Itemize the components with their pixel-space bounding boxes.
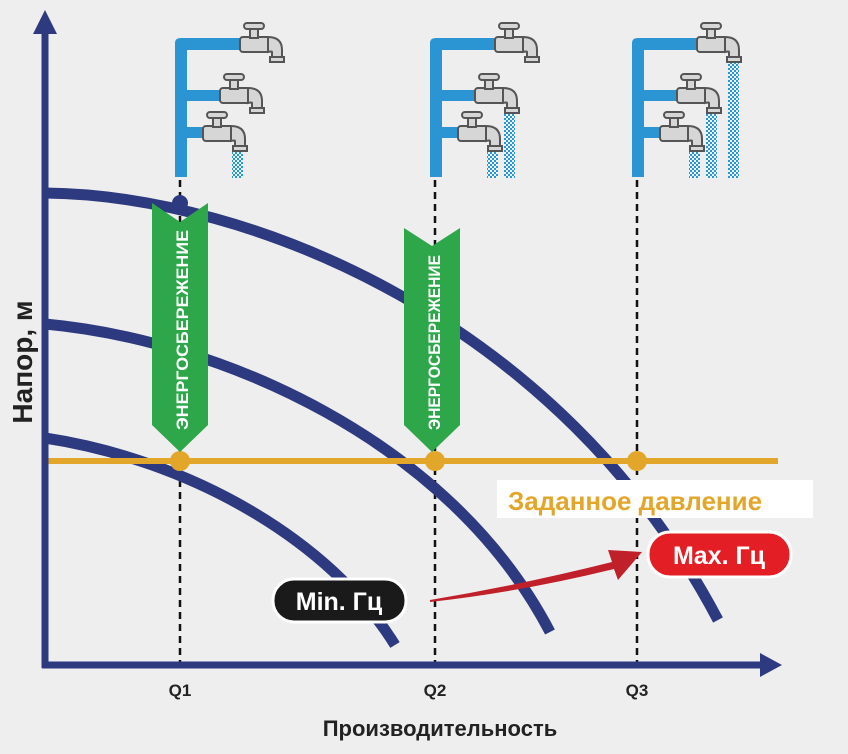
faucet-icon — [676, 73, 722, 114]
curve-mid-freq — [44, 318, 555, 635]
pipe-icon — [175, 38, 240, 177]
water-stream-icon — [689, 152, 700, 178]
taps-q1 — [175, 22, 285, 178]
water-stream-icon — [706, 114, 717, 178]
faucet-icon — [457, 111, 503, 152]
axes — [33, 10, 782, 677]
x-axis-label: Производительность — [323, 716, 558, 741]
taps-q2 — [430, 22, 540, 178]
x-axis-arrow-icon — [760, 653, 782, 677]
y-axis-label: Напор, м — [7, 300, 38, 423]
water-stream-icon — [728, 63, 739, 178]
setpoint-label: Заданное давление — [508, 486, 762, 516]
taps-q3 — [632, 22, 742, 178]
faucet-icon — [474, 73, 520, 114]
setpoint-label-box: Заданное давление — [497, 480, 813, 518]
min-frequency-badge: Min. Гц — [271, 577, 408, 624]
faucet-icon — [696, 22, 742, 63]
faucet-icon — [219, 73, 265, 114]
faucet-icon — [202, 111, 248, 152]
faucet-icon — [239, 22, 285, 63]
svg-text:Max. Гц: Max. Гц — [673, 542, 766, 570]
pipe-icon — [430, 38, 495, 177]
tick-q3: Q3 — [626, 681, 649, 700]
tick-q1: Q1 — [169, 681, 192, 700]
energy-saving-arrow-q2: ЭНЕРГОСБЕРЕЖЕНИЕ — [404, 228, 460, 452]
operating-points — [170, 451, 647, 471]
water-stream-icon — [487, 152, 498, 178]
frequency-increase-arrow — [430, 550, 642, 602]
tick-q2: Q2 — [424, 681, 447, 700]
faucet-icon — [659, 111, 705, 152]
water-stream-icon — [504, 114, 515, 178]
max-frequency-badge: Max. Гц — [646, 530, 793, 579]
point-q3 — [627, 451, 647, 471]
energy-saving-label: ЭНЕРГОСБЕРЕЖЕНИЕ — [173, 230, 192, 430]
energy-saving-label: ЭНЕРГОСБЕРЕЖЕНИЕ — [425, 255, 444, 430]
svg-text:Min. Гц: Min. Гц — [296, 588, 383, 616]
energy-saving-arrow-q1: ЭНЕРГОСБЕРЕЖЕНИЕ — [152, 203, 208, 452]
y-axis-arrow-icon — [33, 10, 57, 34]
faucet-icon — [494, 22, 540, 63]
water-stream-icon — [232, 152, 243, 178]
point-q2 — [425, 451, 445, 471]
point-q1 — [170, 451, 190, 471]
pipe-icon — [632, 38, 697, 177]
